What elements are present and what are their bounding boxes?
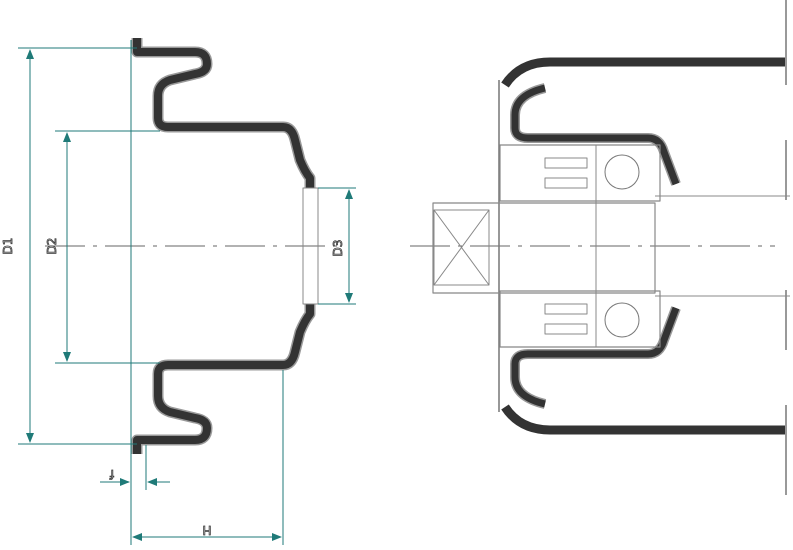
hub-assembly	[432, 0, 790, 495]
label-h: H	[202, 523, 211, 537]
outer-shell-top	[501, 57, 785, 88]
bearing-ball-top	[604, 154, 640, 190]
label-d2: D2	[45, 238, 59, 255]
bearing-ball-bottom	[604, 302, 640, 338]
dimensions	[18, 40, 356, 545]
label-f: f	[109, 467, 114, 481]
shaft-square	[433, 209, 490, 286]
shaft	[432, 202, 656, 294]
outer-shell-bottom	[501, 404, 785, 435]
housing	[499, 144, 661, 202]
label-d1: D1	[1, 238, 15, 255]
label-d3: D3	[331, 240, 345, 257]
cap-profile	[131, 38, 319, 454]
